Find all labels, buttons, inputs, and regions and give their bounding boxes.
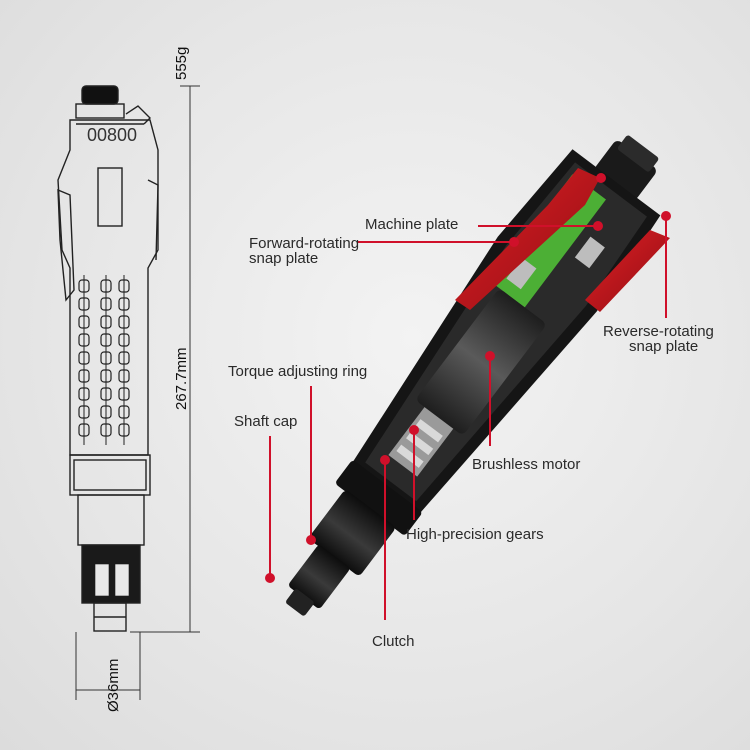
housing-outline-shape	[57, 119, 159, 456]
clutch-dot	[380, 455, 390, 465]
cable-collar-shape	[75, 103, 125, 119]
knurl-slot-a	[95, 564, 109, 596]
dimension-lines	[75, 85, 200, 700]
label-window-shape	[97, 167, 123, 227]
technical-drawing	[57, 85, 159, 632]
gear-tooth-b	[406, 431, 434, 456]
reverse-plate-label-line1: Reverse-rotating	[603, 323, 714, 340]
bit-holder-shape	[286, 589, 314, 616]
machine-plate-dot	[593, 221, 603, 231]
forward-plate-dot	[509, 237, 519, 247]
motor-dot	[485, 351, 495, 361]
gear-tooth-a	[396, 444, 424, 468]
switch-lever-shape	[57, 188, 75, 302]
torque-ring-dot	[306, 535, 316, 545]
callout-lines	[265, 173, 671, 620]
reverse-snap-plate-shape	[585, 230, 670, 312]
gear-tooth-c	[415, 419, 443, 443]
reverse-plate-label-line2: snap plate	[629, 338, 698, 355]
plate-dot	[596, 173, 606, 183]
hanger-ring-shape	[125, 105, 151, 125]
forward-snap-plate-shape	[455, 168, 600, 310]
cable-end-shape	[595, 141, 656, 200]
collar-inner-shape	[73, 459, 147, 491]
micro-switch-b	[574, 236, 605, 269]
clutch-label: Clutch	[372, 633, 415, 650]
shaft-cap-dot	[265, 573, 275, 583]
weight-label: 555g	[173, 47, 190, 80]
forward-plate-label-line1: Forward-rotating	[249, 235, 359, 252]
length-label: 267.7mm	[173, 347, 190, 410]
reverse-plate-dot	[661, 211, 671, 221]
diameter-label: Ø36mm	[105, 659, 122, 712]
micro-switch-a	[506, 257, 537, 290]
brushless-motor-label: Brushless motor	[472, 456, 580, 473]
cutaway-shaft-cap-shape	[289, 545, 350, 609]
lower-body-shape	[77, 494, 145, 546]
cutaway-tool	[286, 135, 670, 616]
motor-shape	[417, 290, 545, 434]
cable-nut-shape	[81, 85, 119, 105]
gears-label: High-precision gears	[406, 526, 544, 543]
clutch-collar-shape	[336, 460, 422, 535]
shaft-cap-label: Shaft cap	[234, 413, 297, 430]
cable-cap-shape	[617, 135, 659, 172]
gears-dot	[409, 425, 419, 435]
forward-plate-label-line2: snap plate	[249, 250, 318, 267]
torque-ring-shape	[81, 544, 141, 604]
knurl-slot-b	[115, 564, 129, 596]
torque-ring-label: Torque adjusting ring	[228, 363, 367, 380]
machine-plate-label: Machine plate	[365, 216, 458, 233]
vent-slots	[78, 275, 130, 445]
serial-number: 00800	[87, 125, 137, 145]
collar-shape	[69, 454, 151, 496]
side-plate-shape	[147, 179, 159, 261]
